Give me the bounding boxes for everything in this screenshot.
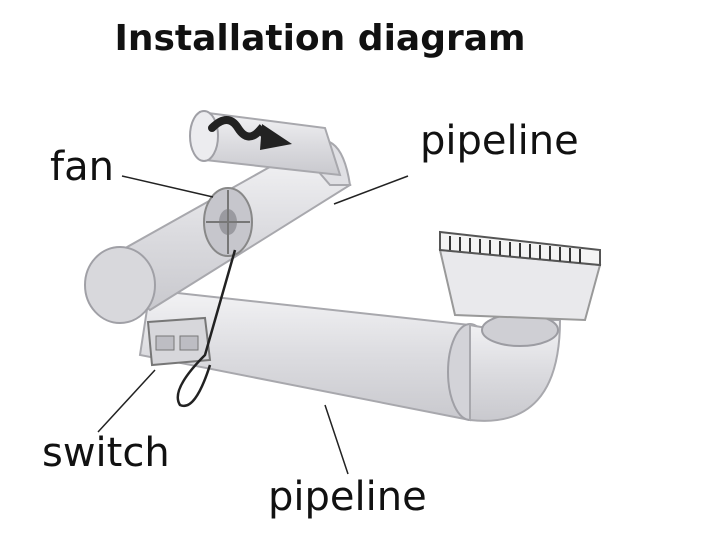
switch-leader bbox=[97, 369, 156, 433]
fan-label: fan bbox=[50, 144, 114, 190]
fan-leader bbox=[121, 175, 214, 198]
switch-box-icon bbox=[146, 249, 237, 408]
pipeline-bottom-label: pipeline bbox=[268, 474, 427, 520]
airflow-arrow-icon bbox=[208, 116, 292, 150]
diagram-title: Installation diagram bbox=[114, 18, 526, 59]
fan-icon bbox=[203, 187, 253, 257]
leader-lines bbox=[97, 175, 409, 475]
vent-elbow bbox=[469, 313, 562, 422]
switch-label: switch bbox=[42, 430, 170, 476]
pipeline-bottom-leader bbox=[324, 404, 349, 475]
vent-grille-icon bbox=[438, 230, 602, 322]
pipeline-top-label: pipeline bbox=[420, 118, 579, 164]
pipeline-top-leader bbox=[333, 175, 409, 205]
